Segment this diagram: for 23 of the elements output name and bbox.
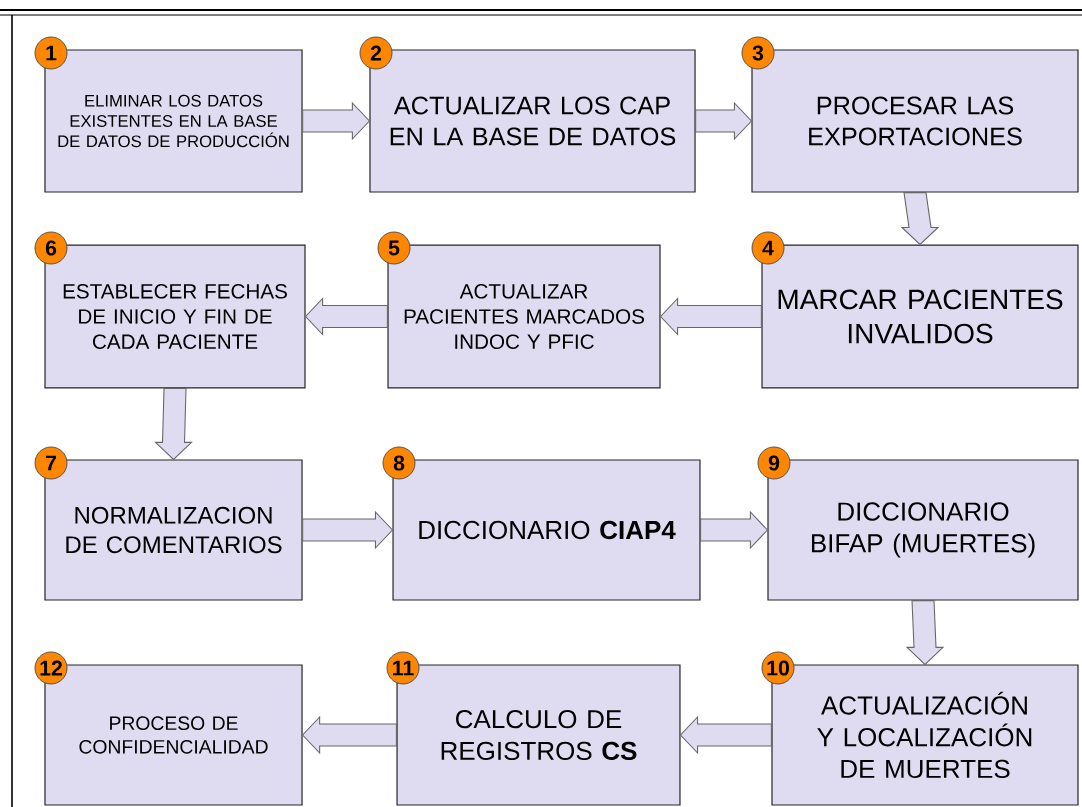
step-number: 10	[761, 651, 795, 685]
step-number: 3	[741, 36, 775, 70]
step-number: 12	[34, 651, 68, 685]
block-arrow	[900, 192, 940, 246]
block-arrow	[301, 715, 397, 755]
block-arrow	[905, 600, 945, 666]
block-arrow	[700, 510, 769, 550]
block-arrow	[695, 101, 753, 141]
step-number: 11	[386, 651, 420, 685]
step-number: 2	[359, 36, 393, 70]
step-number: 4	[751, 231, 785, 265]
step-number: 9	[757, 446, 791, 480]
block-arrow	[304, 297, 388, 336]
block-arrow	[302, 510, 394, 550]
block-arrow	[154, 388, 193, 461]
step-number: 6	[34, 231, 68, 265]
block-arrow	[302, 101, 371, 141]
step-number: 1	[34, 36, 68, 70]
block-arrow	[659, 297, 762, 336]
step-number: 7	[34, 446, 68, 480]
step-number: 5	[377, 231, 411, 265]
step-number: 8	[382, 446, 416, 480]
block-arrow	[679, 715, 772, 755]
